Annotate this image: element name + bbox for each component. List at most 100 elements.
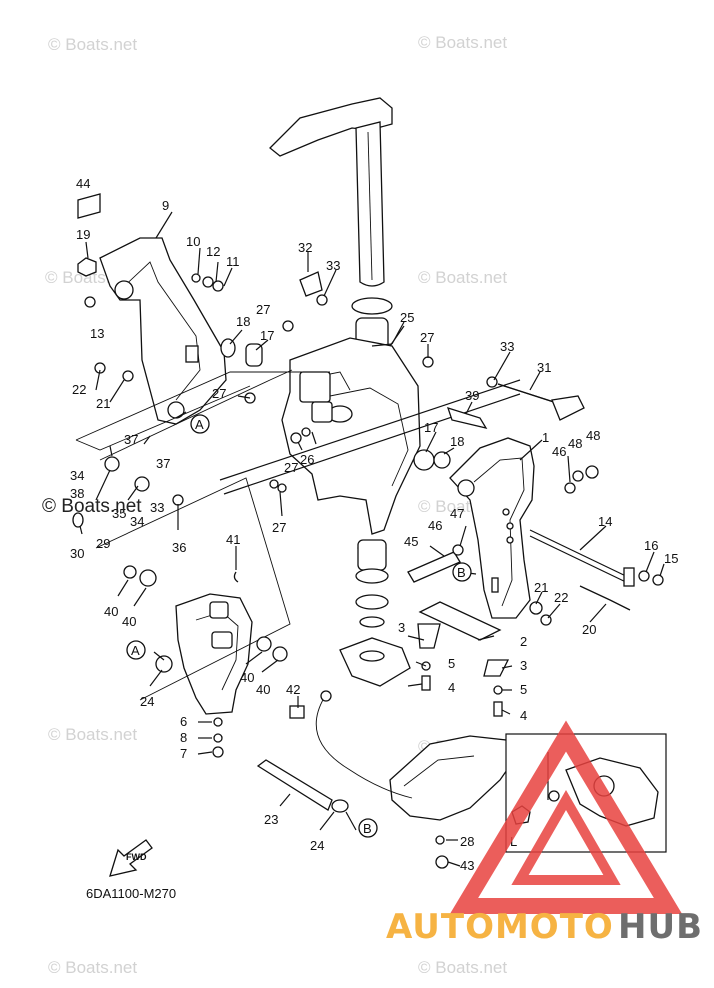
ref-a: A	[195, 417, 204, 432]
callout-47: 47	[450, 506, 464, 521]
ref-circle-b	[358, 818, 378, 838]
callout-34: 34	[130, 514, 144, 529]
callout-6: 6	[180, 714, 187, 729]
triangle-logo-inner-icon	[511, 789, 621, 885]
callout-11: 11	[226, 254, 240, 269]
callout-4: 4	[448, 680, 455, 695]
callout-1: 1	[542, 430, 549, 445]
callout-9: 9	[162, 198, 169, 213]
callout-48: 48	[568, 436, 582, 451]
watermark: © Boats.net	[418, 958, 507, 977]
watermark: © Boats.net	[48, 725, 137, 744]
callout-7: 7	[180, 746, 187, 761]
callout-37: 37	[156, 456, 170, 471]
callout-27: 27	[284, 460, 298, 475]
watermark: © Boats.net	[48, 958, 137, 977]
callout-21: 21	[534, 580, 548, 595]
callout-18: 18	[236, 314, 250, 329]
lower-mount-drawing	[175, 593, 253, 715]
callout-30: 30	[70, 546, 84, 561]
callout-24: 24	[310, 838, 324, 853]
callout-27: 27	[212, 386, 226, 401]
callout-36: 36	[172, 540, 186, 555]
callout-38: 38	[70, 486, 84, 501]
watermark: © Boats.net	[418, 268, 507, 287]
diagram-code: 6DA1100-M270	[86, 886, 176, 901]
callout-27: 27	[256, 302, 270, 317]
callout-18: 18	[450, 434, 464, 449]
boats-overlay-watermark: © Boats.net	[42, 496, 142, 517]
callout-46: 46	[552, 444, 566, 459]
callout-45: 45	[404, 534, 418, 549]
callout-5: 5	[448, 656, 455, 671]
watermark: © Boats.net	[418, 33, 507, 52]
callout-40: 40	[104, 604, 118, 619]
ref-circle-b	[452, 562, 472, 582]
inset-label: L	[510, 834, 517, 849]
callout-8: 8	[180, 730, 187, 745]
pivot-bolts-drawing	[407, 383, 635, 611]
callout-40: 40	[256, 682, 270, 697]
fwd-arrow: FWD	[109, 839, 153, 877]
callout-13: 13	[90, 326, 104, 341]
lower-casing-drawing	[315, 697, 515, 821]
callout-40: 40	[122, 614, 136, 629]
callout-40: 40	[240, 670, 254, 685]
callout-2: 2	[520, 634, 527, 649]
callout-22: 22	[72, 382, 86, 397]
callout-20: 20	[582, 622, 596, 637]
ref-b: B	[363, 821, 372, 836]
callout-15: 15	[664, 551, 678, 566]
swivel-bracket-drawing	[281, 297, 421, 687]
callout-3: 3	[520, 658, 527, 673]
callout-32: 32	[298, 240, 312, 255]
callout-37: 37	[124, 432, 138, 447]
callout-27: 27	[420, 330, 434, 345]
brand-automoto: AUTOMOTO	[386, 907, 614, 947]
callout-35: 35	[112, 506, 126, 521]
leader-lines	[79, 211, 665, 867]
callout-34: 34	[70, 468, 84, 483]
callout-4: 4	[520, 708, 527, 723]
callout-14: 14	[598, 514, 612, 529]
callout-23: 23	[264, 812, 278, 827]
callout-31: 31	[537, 360, 551, 375]
ref-b: B	[457, 565, 466, 580]
callout-39: 39	[465, 388, 479, 403]
stopper-plates-drawing	[417, 601, 510, 677]
steering-arm-drawing	[269, 97, 393, 287]
label-tag-icon	[77, 193, 101, 219]
callout-41: 41	[226, 532, 240, 547]
brand-hub: HUB	[618, 907, 703, 947]
ref-circle-a	[190, 414, 210, 434]
callout-25: 25	[400, 310, 414, 325]
fasteners-drawing	[72, 257, 664, 869]
ref-a: A	[131, 643, 140, 658]
callout-21: 21	[96, 396, 110, 411]
watermark: © Boats.net	[48, 35, 137, 54]
callout-12: 12	[206, 244, 220, 259]
ref-circle-a	[126, 640, 146, 660]
callout-29: 29	[96, 536, 110, 551]
callout-22: 22	[554, 590, 568, 605]
callout-17: 17	[260, 328, 274, 343]
callout-24: 24	[140, 694, 154, 709]
clamp-bracket-left-drawing	[99, 237, 227, 425]
callout-33: 33	[326, 258, 340, 273]
callout-26: 26	[300, 452, 314, 467]
callout-33: 33	[500, 339, 514, 354]
callout-3: 3	[398, 620, 405, 635]
callout-16: 16	[644, 538, 658, 553]
callout-10: 10	[186, 234, 200, 249]
callout-28: 28	[460, 834, 474, 849]
callout-19: 19	[76, 227, 90, 242]
callout-43: 43	[460, 858, 474, 873]
callout-42: 42	[286, 682, 300, 697]
automotohub-logo: AUTOMOTO HUB	[386, 720, 703, 947]
callout-46: 46	[428, 518, 442, 533]
clamp-bracket-right-drawing	[449, 437, 535, 619]
fwd-label: FWD	[126, 852, 147, 862]
triangle-logo-icon	[449, 720, 683, 914]
tilt-tube-drawing	[75, 369, 521, 813]
